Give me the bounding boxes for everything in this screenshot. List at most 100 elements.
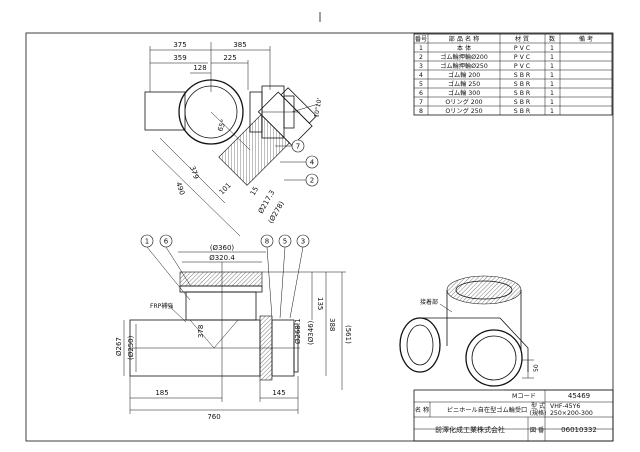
table-header-name: 部 品 名 称: [449, 35, 480, 43]
dim-135: 135: [316, 297, 324, 310]
svg-text:2: 2: [310, 177, 314, 185]
svg-text:5: 5: [283, 238, 287, 246]
svg-text:S B R: S B R: [514, 81, 531, 88]
dim-490: 490: [174, 181, 186, 196]
name-value: ピニホール自在型ゴム輪受口: [447, 406, 527, 414]
dim-267: Ø267: [115, 337, 123, 356]
svg-text:5: 5: [419, 81, 423, 88]
svg-text:6: 6: [164, 238, 169, 246]
svg-text:Oリング 200: Oリング 200: [445, 98, 482, 106]
iso-view: 接着部 50: [399, 275, 540, 387]
table-row: 3 ゴム輪押輪Ø250 P V C 1: [419, 62, 554, 70]
svg-text:7: 7: [296, 143, 300, 151]
name-label: 名 称: [415, 406, 429, 414]
svg-text:S B R: S B R: [514, 72, 531, 79]
model-value: VHF-45Y6: [550, 403, 580, 410]
front-view: 1 6 8 5 3 (Ø360) Ø320.4 FRP補強 378: [115, 234, 352, 421]
svg-text:7: 7: [419, 99, 423, 106]
svg-text:1: 1: [550, 108, 554, 115]
iso-label: 接着部: [420, 298, 438, 306]
dim-145: 145: [272, 389, 285, 397]
svg-text:S B R: S B R: [514, 99, 531, 106]
svg-text:1: 1: [550, 99, 554, 106]
dim-360: (Ø360): [210, 244, 235, 252]
model-value-2: 250×200-300: [550, 410, 593, 417]
table-header-material: 材 質: [515, 35, 529, 43]
dim-185: 185: [155, 389, 168, 397]
dim-50: 50: [533, 364, 540, 372]
dim-2681: Ø268.1: [294, 318, 302, 344]
dim-320: Ø320.4: [209, 254, 235, 262]
svg-text:1: 1: [550, 63, 554, 70]
svg-text:S B R: S B R: [514, 90, 531, 97]
table-row: 6 ゴム輪 300 S B R 1: [419, 89, 554, 97]
dim-375: 375: [173, 41, 186, 49]
svg-text:4: 4: [419, 72, 423, 79]
model-label: 型 式: [531, 402, 545, 410]
dim-15: 15: [249, 185, 260, 197]
dim-250: (Ø250): [127, 335, 135, 360]
table-header-no: 番号: [415, 36, 427, 43]
callout-4: [305, 155, 319, 169]
svg-text:1: 1: [550, 90, 554, 97]
model-label-2: (規格): [530, 409, 547, 417]
svg-text:2: 2: [419, 54, 423, 61]
callout-7: [291, 139, 305, 153]
dim-tilt: 10°10': [313, 97, 323, 118]
table-row: 2 ゴム輪押輪Ø200 P V C 1: [419, 53, 554, 61]
title-block: Mコード 45469 名 称 ピニホール自在型ゴム輪受口 型 式 (規格) VH…: [413, 389, 614, 442]
svg-text:Oリング 250: Oリング 250: [445, 107, 482, 115]
parts-table: 番号 部 品 名 称 材 質 数 備 考 1 本 体 P V C 1 2 ゴム輪…: [413, 33, 613, 116]
svg-text:P V C: P V C: [514, 45, 530, 52]
dim-346: (Ø346): [307, 320, 315, 345]
dim-760: 760: [207, 413, 220, 421]
outer-frame: [25, 32, 614, 442]
svg-text:S B R: S B R: [514, 108, 531, 115]
svg-text:4: 4: [310, 159, 315, 167]
dim-378: 378: [197, 325, 205, 338]
svg-text:ゴム輪 300: ゴム輪 300: [448, 89, 480, 97]
table-row: 5 ゴム輪 250 S B R 1: [419, 80, 554, 88]
svg-text:ゴム輪押輪Ø250: ゴム輪押輪Ø250: [440, 62, 488, 70]
table-header-note: 備 考: [579, 35, 593, 43]
table-row: 8 Oリング 250 S B R 1: [419, 107, 554, 115]
dim-388: 388: [328, 318, 336, 331]
svg-text:ゴム輪 200: ゴム輪 200: [448, 71, 480, 79]
table-header-qty: 数: [549, 35, 556, 43]
table-row: 1 本 体 P V C 1: [419, 44, 554, 52]
svg-text:ゴム輪 250: ゴム輪 250: [448, 80, 480, 88]
svg-text:6: 6: [419, 90, 423, 97]
svg-text:1: 1: [550, 54, 554, 61]
svg-text:1: 1: [550, 45, 554, 52]
mcode-label: Mコード: [512, 393, 536, 400]
table-row: 4 ゴム輪 200 S B R 1: [419, 71, 554, 79]
dim-101: 101: [218, 181, 233, 196]
dim-128: 128: [193, 64, 206, 72]
dim-225: 225: [223, 54, 236, 62]
svg-text:8: 8: [419, 108, 423, 115]
mcode-value: 45469: [568, 392, 590, 400]
dim-385: 385: [233, 41, 246, 49]
svg-text:3: 3: [301, 238, 305, 246]
svg-text:本 体: 本 体: [457, 44, 472, 52]
table-row: 7 Oリング 200 S B R 1: [419, 98, 554, 106]
drawing-value: 06010332: [561, 426, 597, 434]
svg-text:1: 1: [550, 81, 554, 88]
svg-text:1: 1: [145, 238, 149, 246]
svg-text:P V C: P V C: [514, 54, 530, 61]
svg-text:8: 8: [265, 238, 269, 246]
dim-angle: 65°: [216, 118, 228, 132]
svg-text:3: 3: [419, 63, 423, 70]
dim-561: (561): [344, 325, 352, 344]
top-view: 375 385 359 225 128 10°10' 65° 379 490 1…: [144, 41, 323, 237]
dim-379: 379: [188, 165, 200, 180]
drawing-label: 図 番: [530, 427, 544, 434]
frp-label: FRP補強: [150, 302, 173, 310]
callout-2: [305, 173, 319, 187]
company-name: 前澤化成工業株式会社: [435, 425, 505, 434]
svg-text:1: 1: [419, 45, 423, 52]
svg-text:1: 1: [550, 72, 554, 79]
svg-text:P V C: P V C: [514, 63, 530, 70]
dim-359: 359: [173, 54, 186, 62]
